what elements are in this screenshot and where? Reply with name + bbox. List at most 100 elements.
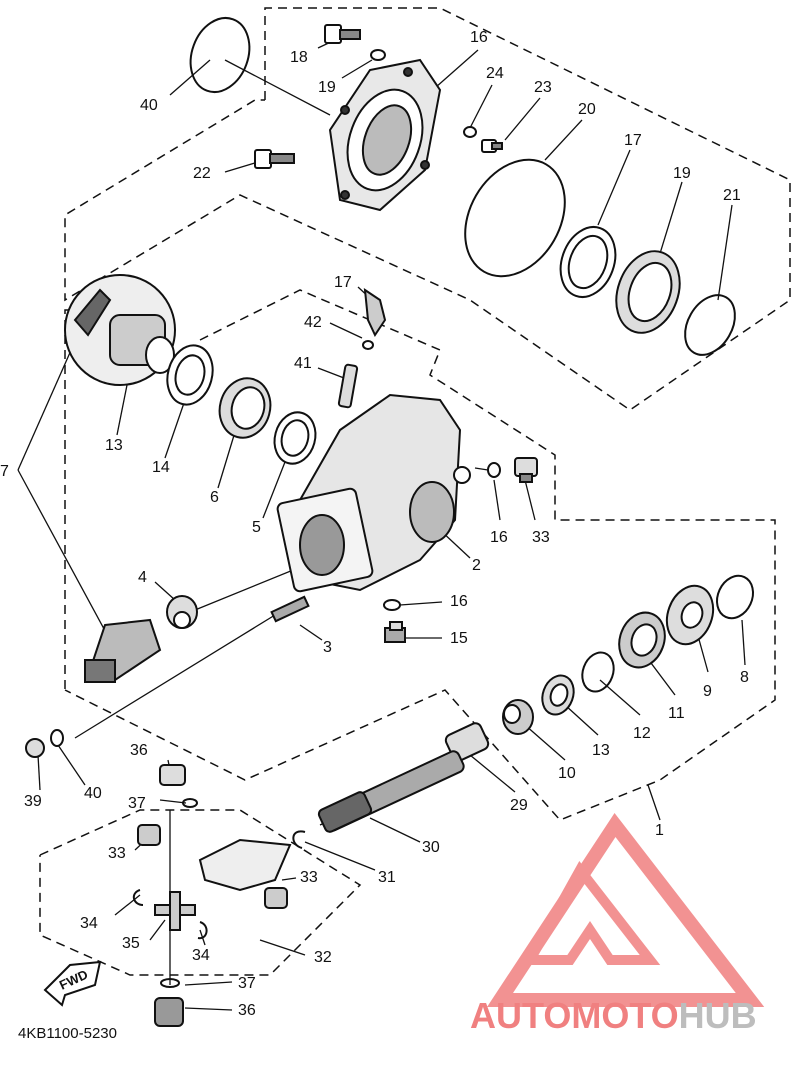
callout-28: 33 [532, 529, 550, 546]
callout-18: 16 [470, 29, 488, 46]
leader-27 [469, 84, 493, 129]
washer-40 [50, 729, 64, 747]
callout-16a: 16 [490, 529, 508, 546]
callout-37a: 37 [128, 795, 146, 812]
shaft-30 [317, 750, 465, 833]
o-ring-38 [189, 17, 251, 93]
leader-21 [544, 119, 583, 161]
callout-5: 5 [252, 519, 261, 536]
callout-24: 19 [318, 79, 336, 96]
leader-8 [741, 619, 746, 666]
leader-7b [17, 469, 111, 641]
leader-38-axis [224, 59, 331, 116]
gear-13 [64, 274, 176, 386]
leader-39 [37, 754, 41, 791]
callout-36b: 36 [238, 1002, 256, 1019]
stud-3 [270, 595, 310, 623]
callout-37b: 37 [238, 975, 256, 992]
leader-38 [169, 59, 211, 96]
leader-35 [149, 919, 166, 941]
callout-21: 20 [578, 101, 596, 118]
callout-39: 39 [24, 793, 42, 810]
pin-41 [337, 363, 359, 409]
watermark-logo [487, 812, 765, 1007]
cover-18 [328, 58, 442, 212]
circlip-34b [197, 921, 208, 940]
leader-13b [564, 704, 599, 736]
pinion-7 [84, 618, 162, 683]
callout-13b: 13 [592, 742, 610, 759]
leader-31 [304, 841, 376, 871]
callout-2: 2 [472, 557, 481, 574]
callout-15: 15 [450, 630, 468, 647]
yoke [198, 838, 292, 892]
watermark-brand-part1: AUTOMOTO [470, 995, 679, 1036]
callout-25: 22 [193, 165, 211, 182]
watermark-inner-shape [521, 860, 661, 965]
callout-26: 23 [534, 79, 552, 96]
outline-yoke [39, 809, 362, 976]
leader-24 [341, 59, 373, 79]
leader-30 [369, 817, 421, 843]
callout-19: 17 [624, 132, 642, 149]
leader-16a [474, 467, 489, 471]
leader-16b [399, 601, 443, 606]
clip-42 [362, 340, 374, 350]
spider-35 [154, 891, 196, 931]
leader-10 [524, 724, 566, 761]
leader-lines [17, 39, 746, 1011]
ring-nut-11 [618, 611, 666, 669]
washer-16b [383, 599, 401, 611]
callout-20: 19 [673, 165, 691, 182]
part-code: 4KB1100-5230 [18, 1025, 117, 1042]
callout-42: 42 [304, 314, 322, 331]
washer-24 [370, 49, 386, 61]
bolt-25 [254, 149, 295, 169]
leader-34a [114, 894, 141, 916]
leader-28 [524, 479, 536, 521]
callout-31: 31 [378, 869, 396, 886]
bolt-23 [324, 24, 361, 44]
callout-38: 40 [140, 97, 158, 114]
callout-9: 9 [703, 683, 712, 700]
outline-housing [64, 289, 776, 821]
leader-14 [164, 399, 186, 459]
o-ring-21 [464, 158, 566, 278]
leader-42 [329, 322, 363, 339]
circlip-31 [292, 830, 306, 849]
plug-28 [514, 457, 538, 483]
housing-2 [276, 393, 471, 593]
collar-10 [502, 699, 534, 735]
watermark-brand-part2: HUB [679, 995, 757, 1036]
leader-1 [647, 784, 661, 821]
bearing-cup-33b [264, 887, 288, 909]
callout-33b: 33 [300, 869, 318, 886]
circlip-34a [132, 889, 144, 906]
callout-32: 32 [314, 949, 332, 966]
washer-16a [487, 462, 501, 478]
bearing-cup-33a [137, 824, 161, 846]
callout-23: 18 [290, 49, 308, 66]
seal-13 [541, 674, 575, 716]
watermark-brand: AUTOMOTOHUB [470, 995, 757, 1036]
callout-30: 30 [422, 839, 440, 856]
leader-26 [504, 97, 541, 141]
bolt-26 [481, 139, 503, 153]
leader-25 [224, 161, 259, 173]
callout-36a: 36 [130, 742, 148, 759]
leader-20 [657, 181, 683, 261]
callout-7: 7 [0, 463, 9, 480]
callout-40: 40 [84, 785, 102, 802]
circlip-22 [684, 294, 736, 356]
callout-labels: 18 19 16 24 23 20 17 19 21 40 22 17 42 4… [0, 29, 749, 1019]
fwd-arrow: FWD [43, 960, 102, 1007]
leader-axis-stud [74, 614, 276, 739]
leader-37b [184, 981, 233, 986]
callout-34b: 34 [192, 947, 210, 964]
callout-35: 35 [122, 935, 140, 952]
leader-16c [493, 479, 501, 521]
bearing-6 [218, 377, 272, 439]
callout-34a: 34 [80, 915, 98, 932]
